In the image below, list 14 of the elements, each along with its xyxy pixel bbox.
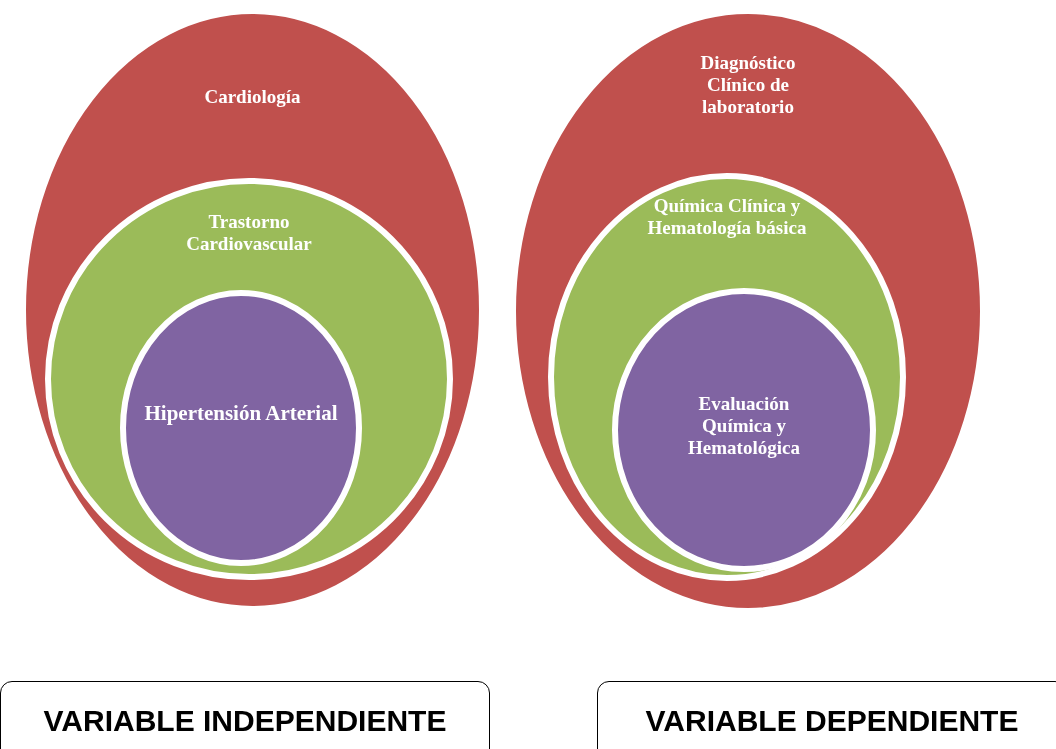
ellipse-region	[120, 290, 362, 566]
variable-box	[597, 681, 1056, 749]
variable-box	[0, 681, 490, 749]
region-label: Cardiología	[204, 86, 301, 108]
ellipse-region	[548, 173, 906, 581]
region-label: Hipertensión Arterial	[144, 402, 338, 424]
variable-label: VARIABLE INDEPENDIENTE	[43, 704, 447, 738]
region-label: Diagnóstico Clínico de laboratorio	[699, 52, 797, 118]
region-label: Trastorno Cardiovascular	[185, 211, 313, 255]
ellipse-region	[612, 288, 876, 572]
region-label: Química Clínica y Hematología básica	[646, 195, 808, 239]
region-label: Evaluación Química y Hematológica	[687, 393, 801, 459]
ellipse-region	[45, 178, 453, 580]
variable-label: VARIABLE DEPENDIENTE	[645, 704, 1019, 738]
